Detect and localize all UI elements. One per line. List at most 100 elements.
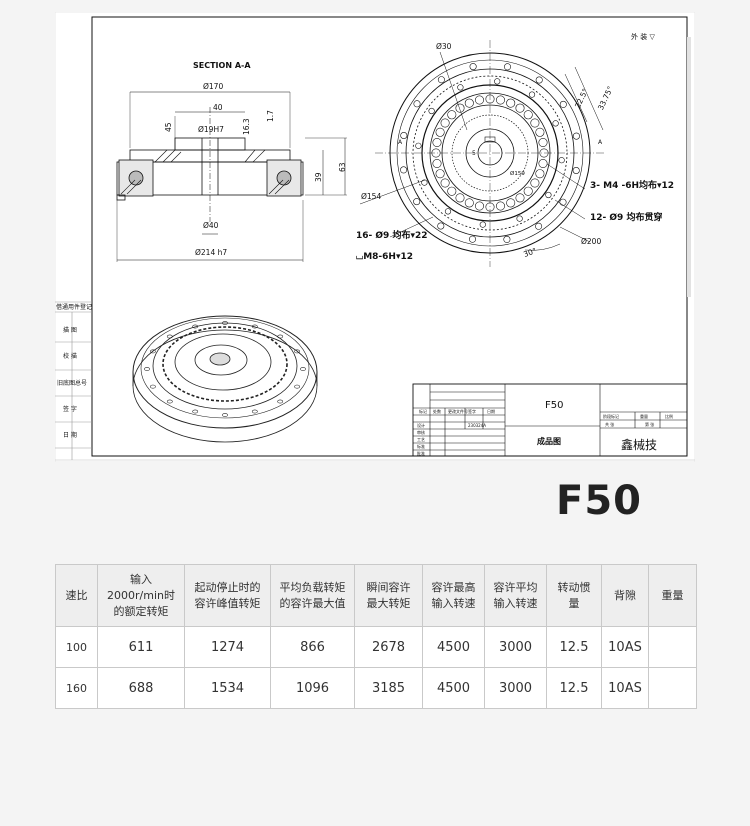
table-cell: 3185	[354, 667, 423, 709]
tb-model: F50	[545, 400, 563, 411]
dim-w40: 40	[213, 103, 223, 112]
header-label: 容许最高输入转速	[431, 580, 476, 610]
dim-d40: Ø40	[203, 221, 219, 230]
hole-mark	[251, 324, 258, 329]
header-label: 平均负载转矩的容许最大值	[279, 580, 346, 610]
hole-mark	[479, 221, 486, 228]
dim-39: 39	[314, 172, 323, 182]
col-inertia: 转动惯量	[546, 564, 602, 627]
table-cell: 2678	[354, 626, 423, 668]
table-cell: 10AS	[601, 667, 649, 709]
hole-mark	[559, 198, 567, 206]
hole-mark	[506, 198, 516, 208]
mounting-holes-inner	[415, 78, 565, 228]
section-view: SECTION A-A	[116, 61, 347, 262]
table-cell: 866	[270, 626, 355, 668]
header-label: 起动停止时的容许峰值转矩	[194, 580, 261, 610]
hole-mark	[503, 235, 511, 243]
hole-mark	[495, 95, 505, 105]
hole-mark	[440, 178, 450, 188]
hole-mark	[494, 78, 501, 85]
dim-16-3: 16.3	[242, 118, 251, 135]
col-peak-torque: 起动停止时的容许峰值转矩	[184, 564, 271, 627]
header-label: 容许平均输入转速	[493, 580, 538, 610]
col-max-speed: 容许最高输入转速	[422, 564, 485, 627]
section-dims: Ø170 40 Ø19H7 16.3 1.7 45 39 63 Ø40 Ø214…	[164, 82, 347, 257]
iso-holes	[144, 321, 306, 417]
hole-mark	[428, 107, 435, 115]
mounting-holes-outer	[400, 63, 580, 243]
table-cell	[648, 667, 697, 709]
table-cell: 3000	[484, 667, 547, 709]
hole-mark	[413, 198, 421, 206]
hole-mark	[538, 159, 548, 169]
hole-mark	[558, 157, 565, 164]
hole-mark	[506, 98, 516, 108]
model-title: F50	[556, 478, 642, 524]
hole-mark	[572, 167, 580, 175]
hole-mark	[435, 169, 445, 179]
hole-mark	[277, 334, 284, 339]
roller-ring	[431, 94, 549, 212]
hole-mark	[437, 222, 445, 230]
table-cell: 1534	[184, 667, 271, 709]
tb-design: 设计	[417, 422, 425, 428]
title-block	[412, 383, 688, 457]
table-cell: 3000	[484, 626, 547, 668]
tb-sheet2: 第 张	[645, 421, 654, 427]
table-cell: 10AS	[601, 626, 649, 668]
front-dims: Ø30 22.5° 33.75° Ø154 Ø200 30° 5 Ø159 A …	[356, 42, 674, 262]
side-label: 日 期	[63, 431, 77, 439]
hole-mark	[415, 142, 422, 149]
hole-mark	[300, 367, 306, 371]
tb-process: 工艺	[417, 437, 425, 442]
hole-mark	[464, 198, 474, 208]
drawing-svg: 外 装 ▽ 借通用件登记 描 图 校 描 旧底图总号 签 字 日 期 SECTI…	[55, 12, 695, 462]
side-label: 旧底图总号	[57, 379, 87, 387]
scrollbar	[687, 37, 691, 297]
hole-mark	[435, 127, 445, 137]
header-label: 速比	[65, 588, 88, 602]
hole-mark	[530, 178, 540, 188]
hole-mark	[552, 120, 559, 127]
tb-design-date: 230324A	[468, 423, 486, 428]
dim-22-5: 22.5°	[573, 87, 590, 110]
hole-mark	[523, 110, 533, 120]
col-ratio: 速比	[55, 564, 98, 627]
hole-mark	[294, 384, 300, 389]
callout-16: 16- Ø9 均布▾22	[356, 229, 427, 241]
hole-mark	[166, 399, 173, 404]
hole-mark	[535, 222, 543, 230]
table-cell: 4500	[422, 667, 485, 709]
dim-5: 5	[472, 150, 476, 157]
hole-mark	[516, 215, 523, 222]
hole-mark	[455, 103, 465, 113]
hole-mark	[447, 110, 457, 120]
hole-mark	[474, 201, 484, 211]
side-label: 签 字	[63, 405, 77, 413]
col-momentary-torque: 瞬间容许最大转矩	[354, 564, 423, 627]
hole-mark	[294, 349, 300, 354]
hole-mark	[432, 138, 442, 148]
tb-count: 处数	[433, 408, 441, 414]
dim-1-7: 1.7	[266, 110, 275, 122]
hole-mark	[515, 103, 525, 113]
callout-d9: 12- Ø9 均布贯穿	[590, 211, 662, 223]
hole-mark	[277, 399, 284, 404]
technical-drawing: 外 装 ▽ 借通用件登记 描 图 校 描 旧底图总号 签 字 日 期 SECTI…	[55, 12, 695, 462]
hole-mark	[523, 186, 533, 196]
tb-scale: 比例	[665, 413, 673, 419]
hole-mark	[528, 91, 536, 98]
table-cell: 12.5	[546, 626, 602, 668]
tb-weight: 重量	[640, 413, 648, 419]
hole-mark	[469, 63, 477, 71]
dim-d19h7: Ø19H7	[198, 125, 224, 134]
hole-mark	[437, 76, 445, 84]
tb-drawing-type: 成品图	[537, 436, 561, 446]
table-cell: 611	[97, 626, 185, 668]
tb-check: 审核	[417, 429, 425, 435]
tb-stage: 阶段标记	[603, 413, 619, 419]
hole-mark	[192, 324, 199, 329]
